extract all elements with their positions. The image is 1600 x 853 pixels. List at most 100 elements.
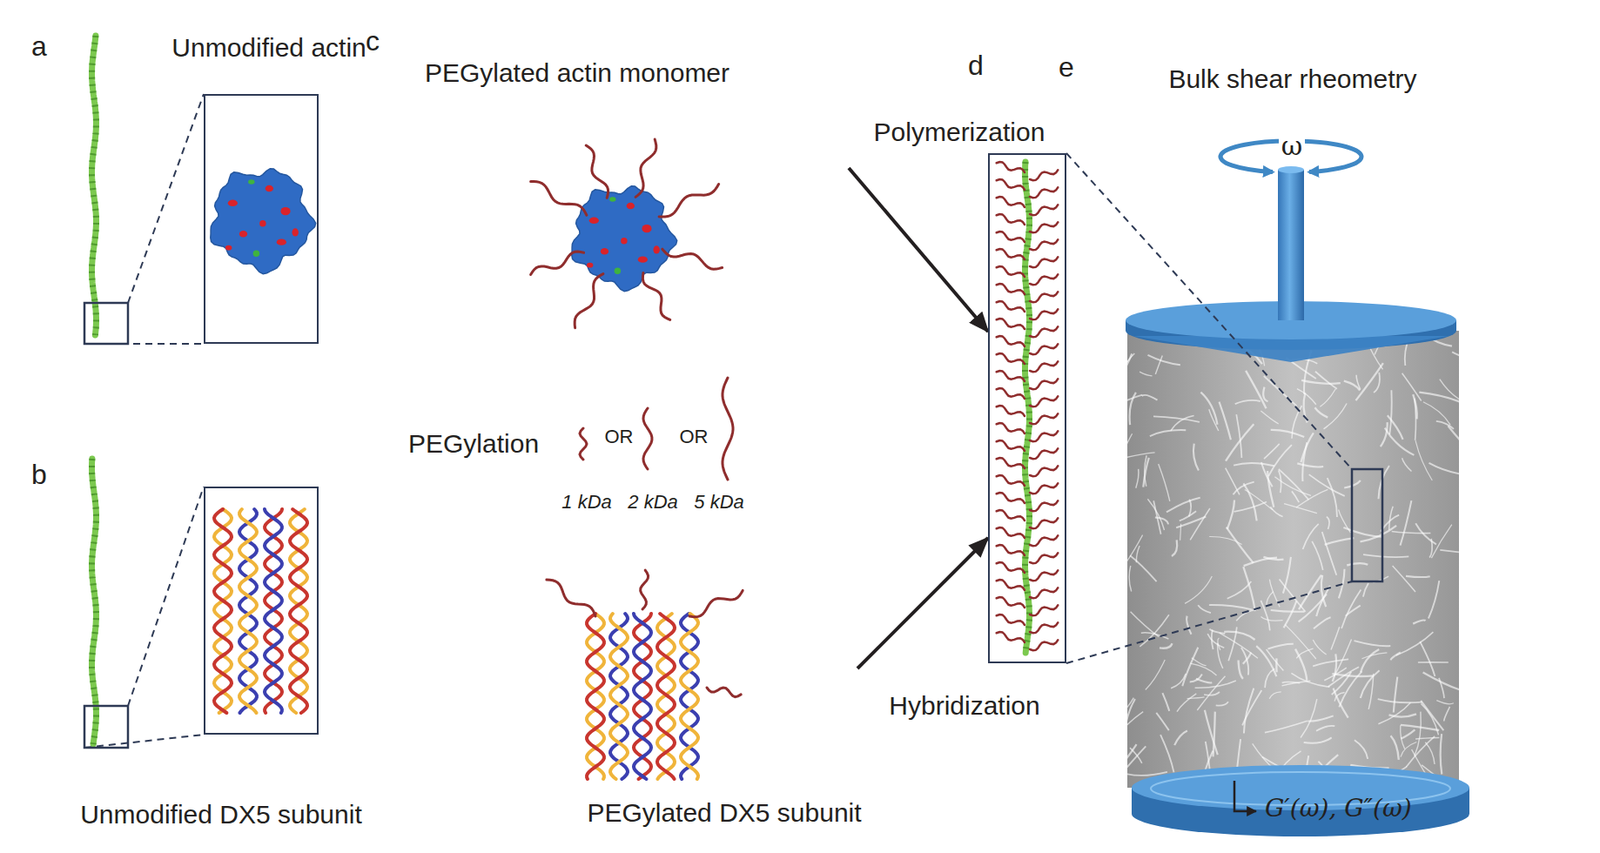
gel-fiber: [1314, 407, 1328, 417]
gel-fiber: [1328, 666, 1359, 687]
peg-chain: [1029, 413, 1058, 424]
edge-label: Polymerization: [871, 117, 1049, 148]
gel-fiber: [1166, 497, 1201, 513]
peg-chain: [722, 377, 733, 480]
gel-fiber: [1363, 583, 1369, 598]
peg-chain: [996, 353, 1025, 364]
gel-fiber: [1313, 617, 1332, 629]
peg-chain: [1029, 221, 1058, 233]
annotation: OR: [605, 425, 634, 448]
gel-fiber: [1415, 440, 1432, 481]
gel-fiber: [1315, 371, 1338, 390]
panel-heading: Unmodified actin: [171, 33, 366, 64]
gel-fiber: [1343, 527, 1382, 538]
dna-strand: [610, 613, 628, 780]
gel-fiber: [1423, 402, 1451, 425]
peg-chain: [1029, 622, 1058, 633]
panel-heading: Bulk shear rheometry: [1168, 64, 1417, 95]
gel-fiber: [1148, 355, 1181, 365]
zoom-box: [84, 302, 128, 344]
gel-fiber: [1216, 701, 1229, 706]
gel-fiber: [1322, 531, 1338, 576]
filament-texture: [92, 458, 97, 745]
gel-fiber: [1402, 457, 1412, 471]
peg-chain: [585, 145, 608, 198]
gel-fiber: [1296, 648, 1313, 659]
gel-fiber: [1127, 433, 1133, 466]
residue-spot: [586, 262, 593, 269]
dna-strand: [680, 613, 699, 780]
peg-chain: [996, 527, 1025, 538]
peg-chain: [1029, 517, 1058, 529]
process-arrow: [857, 537, 989, 669]
panel-letter: e: [1058, 51, 1075, 84]
panel-caption: PEGylated DX5 subunit: [586, 798, 861, 829]
zoom-box: [84, 705, 128, 748]
gel-fiber: [1360, 525, 1398, 543]
gel-fiber: [1260, 410, 1278, 424]
residue-spot: [641, 224, 652, 233]
peg-chain: [996, 405, 1025, 417]
gel-fiber: [1207, 633, 1224, 648]
gel-fiber: [1193, 443, 1199, 471]
gel-fiber: [1217, 638, 1221, 651]
residue-spot: [609, 196, 616, 202]
gel-fiber: [1301, 380, 1341, 384]
gel-fiber: [1400, 725, 1439, 731]
gel-fiber: [1444, 706, 1451, 722]
frequency-symbol: ω: [1278, 131, 1305, 162]
peg-chain: [642, 273, 670, 321]
gel-fiber: [1380, 422, 1388, 447]
gel-fiber: [1333, 639, 1352, 678]
gel-fiber: [1346, 563, 1368, 565]
peg-chain: [546, 579, 596, 617]
peg-chain: [996, 475, 1025, 486]
gel-fiber: [1263, 387, 1268, 403]
filament-texture: [92, 35, 97, 336]
gel-fiber: [1184, 576, 1212, 604]
gel-fiber: [1356, 375, 1361, 390]
gel-fiber: [1268, 444, 1292, 477]
gel-fiber: [1156, 712, 1170, 731]
gel-fiber: [1264, 668, 1275, 688]
peg-chain: [531, 251, 585, 275]
gel-fiber: [1326, 517, 1330, 530]
dna-strand: [586, 613, 605, 780]
panel-letter: a: [31, 30, 48, 63]
filament-texture: [1025, 161, 1030, 653]
gel-fiber: [1227, 500, 1235, 531]
gel-fiber: [1396, 631, 1434, 656]
residue-spot: [265, 185, 274, 192]
gel-fiber: [1127, 699, 1136, 736]
panel-letter: c: [365, 25, 380, 58]
filament-box: d: [988, 153, 1067, 664]
gel-fiber: [1136, 469, 1139, 489]
edge-label: Hybridization: [886, 691, 1043, 722]
residue-spot: [626, 202, 635, 209]
peg-chain: [1029, 378, 1058, 390]
gel-fiber: [1228, 626, 1237, 661]
gel-fiber: [1170, 415, 1195, 431]
residue-spot: [239, 230, 248, 237]
gel-fiber: [1282, 681, 1301, 683]
annotation: PEGylation: [408, 429, 539, 460]
gel-fiber: [1274, 477, 1311, 497]
residue-spot: [589, 217, 599, 224]
peg-chain: [996, 597, 1025, 608]
gel-fiber: [1312, 639, 1326, 655]
gel-fiber: [1324, 537, 1355, 545]
subunit-figure: PEGylated DX5 subunit: [557, 574, 858, 836]
panel-d-art: [996, 161, 1059, 653]
gel-fiber: [1226, 527, 1254, 564]
gel-fiber: [1425, 742, 1435, 765]
size-label: 1 kDa: [561, 490, 612, 513]
gel-fiber: [1419, 641, 1435, 677]
actin-filament: [1025, 161, 1030, 653]
dna-strand: [214, 509, 232, 713]
gel-fiber: [1378, 465, 1390, 499]
peg-chain: [996, 440, 1025, 451]
peg-chain: [706, 687, 741, 698]
actin-filament: [92, 458, 97, 745]
peg-chain: [1029, 204, 1058, 216]
dna-strand: [239, 509, 257, 713]
